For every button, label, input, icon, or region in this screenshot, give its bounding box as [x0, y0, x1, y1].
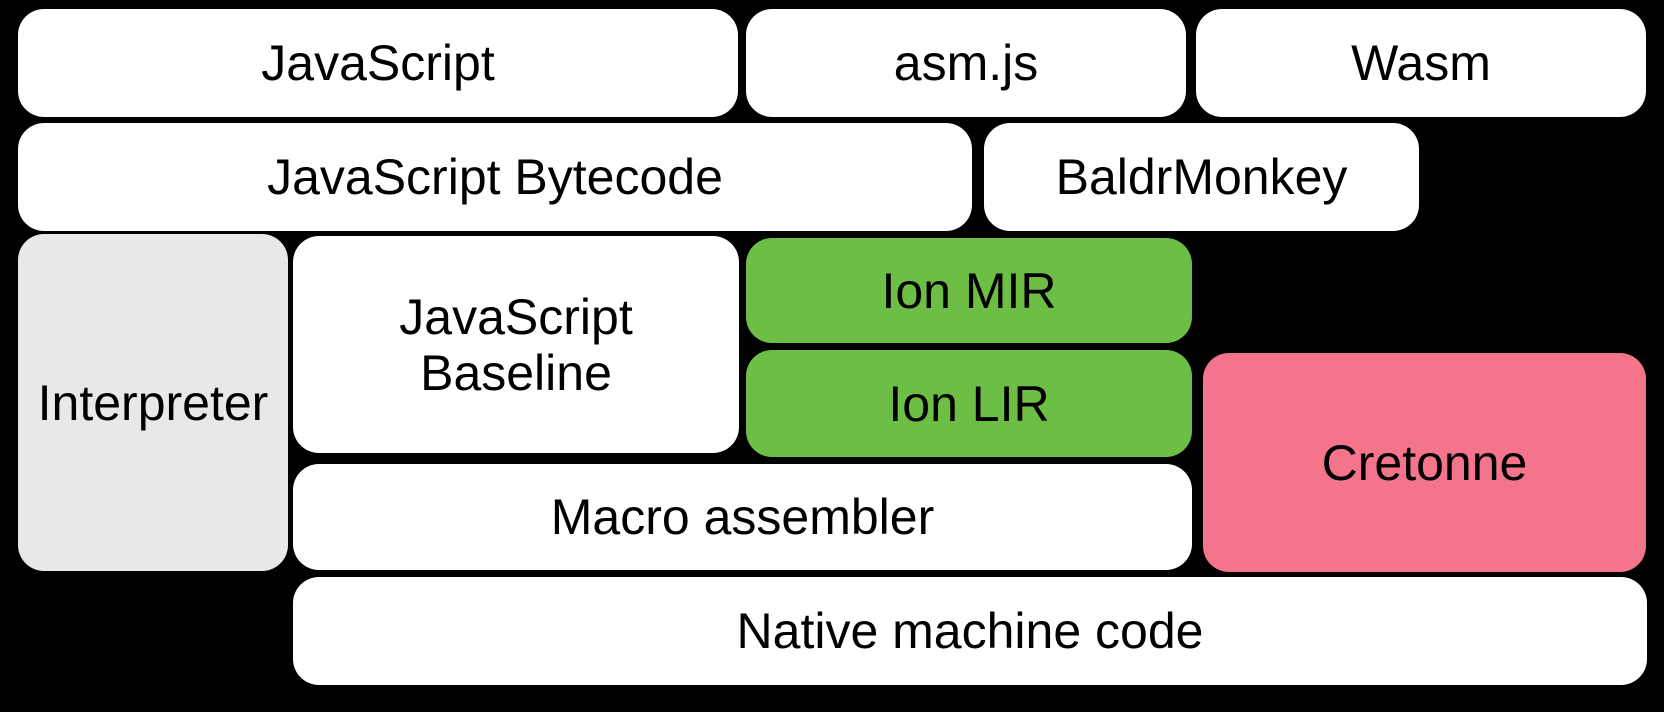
node-native-machine-code: Native machine code: [293, 577, 1647, 685]
node-interpreter-label: Interpreter: [37, 374, 269, 431]
node-interpreter: Interpreter: [18, 234, 288, 571]
node-native-machine-code-label: Native machine code: [736, 603, 1204, 659]
node-ion-mir: Ion MIR: [746, 238, 1192, 343]
node-ion-mir-label: Ion MIR: [881, 262, 1057, 319]
node-javascript-bytecode: JavaScript Bytecode: [18, 123, 972, 231]
node-javascript-label: JavaScript: [261, 35, 495, 91]
node-wasm-label: Wasm: [1351, 35, 1491, 91]
node-baldrmonkey: BaldrMonkey: [984, 123, 1419, 231]
node-wasm: Wasm: [1196, 9, 1646, 117]
node-asm-js: asm.js: [746, 9, 1186, 117]
node-cretonne-label: Cretonne: [1321, 434, 1528, 491]
node-javascript-baseline-label: JavaScript Baseline: [399, 288, 633, 401]
node-javascript-bytecode-label: JavaScript Bytecode: [267, 149, 723, 205]
node-cretonne: Cretonne: [1203, 353, 1646, 572]
node-javascript-baseline: JavaScript Baseline: [293, 236, 739, 453]
node-macro-assembler-label: Macro assembler: [550, 489, 935, 545]
node-javascript: JavaScript: [18, 9, 738, 117]
node-ion-lir-label: Ion LIR: [888, 375, 1050, 432]
node-asm-js-label: asm.js: [893, 35, 1039, 91]
node-baldrmonkey-label: BaldrMonkey: [1055, 149, 1348, 205]
node-macro-assembler: Macro assembler: [293, 464, 1192, 570]
node-ion-lir: Ion LIR: [746, 350, 1192, 457]
